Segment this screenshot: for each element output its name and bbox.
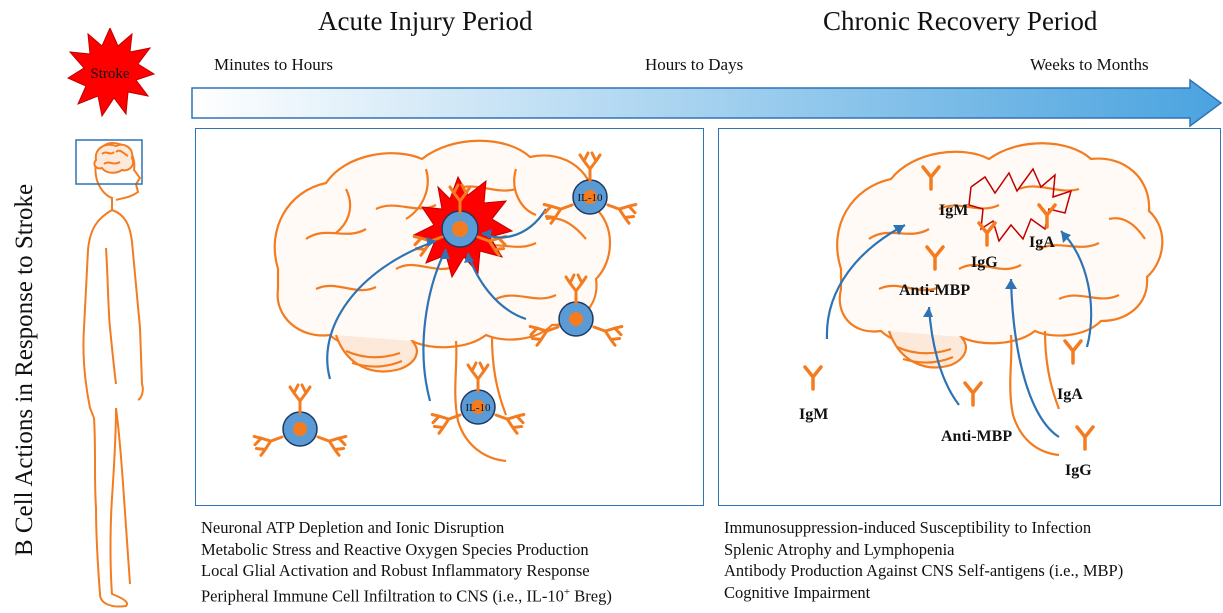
acute-diagram: IL-10 IL-10 — [196, 129, 703, 505]
il10-label-bottom: IL-10 — [465, 402, 491, 414]
chronic-bullet: Cognitive Impairment — [724, 582, 1123, 604]
b-cell-left — [252, 385, 347, 456]
brain-anti-mbp-label: Anti-MBP — [899, 282, 970, 299]
chronic-period-title: Chronic Recovery Period — [823, 6, 1097, 37]
timeline-arrow — [190, 78, 1223, 128]
stroke-label: Stroke — [90, 66, 130, 82]
stroke-burst: Stroke — [68, 28, 154, 116]
chronic-diagram: IgM IgG IgA Anti-MBP IgM Anti-MBP IgA Ig… — [719, 129, 1220, 505]
chronic-bullet: Splenic Atrophy and Lymphopenia — [724, 539, 1123, 561]
timeline-end-label: Weeks to Months — [1030, 55, 1149, 75]
acute-bullets: Neuronal ATP Depletion and Ionic Disrupt… — [201, 517, 612, 607]
timeline-middle-label: Hours to Days — [645, 55, 743, 75]
brain-iga-label: IgA — [1029, 234, 1055, 251]
b-cell-il10-bottom: IL-10 — [430, 363, 525, 434]
side-title: B Cell Actions in Response to Stroke — [8, 140, 42, 600]
periphery-igm-label: IgM — [799, 406, 828, 423]
timeline-start-label: Minutes to Hours — [214, 55, 333, 75]
chronic-bullets: Immunosuppression-induced Susceptibility… — [724, 517, 1123, 603]
periphery-anti-mbp-label: Anti-MBP — [941, 428, 1012, 445]
acute-period-title: Acute Injury Period — [318, 6, 532, 37]
chronic-bullet: Immunosuppression-induced Susceptibility… — [724, 517, 1123, 539]
person-figure: Stroke — [50, 28, 185, 610]
periphery-iga-label: IgA — [1057, 386, 1083, 403]
chronic-brain — [837, 143, 1162, 455]
body-outline — [83, 143, 142, 607]
brain-igg-label: IgG — [971, 254, 998, 271]
brain-icon — [94, 145, 133, 173]
acute-bullet: Local Glial Activation and Robust Inflam… — [201, 560, 612, 582]
il10-label-top: IL-10 — [577, 192, 603, 204]
brain-igm-label: IgM — [939, 202, 968, 219]
chronic-bullet: Antibody Production Against CNS Self-ant… — [724, 560, 1123, 582]
acute-bullet-last: Peripheral Immune Cell Infiltration to C… — [201, 582, 612, 607]
periphery-igg-label: IgG — [1065, 462, 1092, 479]
acute-bullet: Metabolic Stress and Reactive Oxygen Spe… — [201, 539, 612, 561]
acute-bullet: Neuronal ATP Depletion and Ionic Disrupt… — [201, 517, 612, 539]
acute-brain — [275, 141, 610, 461]
